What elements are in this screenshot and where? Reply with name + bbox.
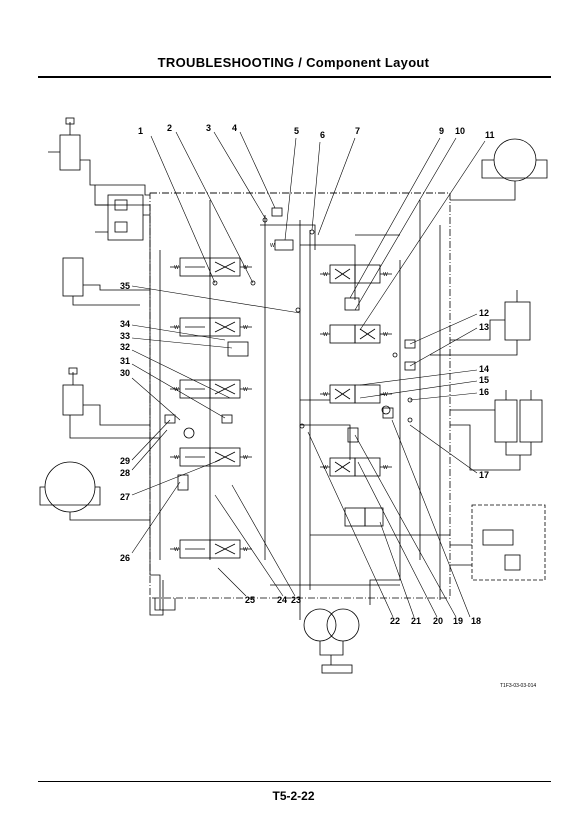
valve-mark: W	[174, 547, 179, 553]
callout-12: 12	[479, 308, 489, 318]
title-rule	[38, 76, 551, 78]
valve-mark: W	[174, 387, 179, 393]
callout-22: 22	[390, 616, 400, 626]
valve-mark: W	[243, 325, 248, 331]
valve-mark: W	[243, 387, 248, 393]
valve-mark: W	[243, 547, 248, 553]
callout-3: 3	[206, 123, 211, 133]
callout-25: 25	[245, 595, 255, 605]
page-title: TROUBLESHOOTING / Component Layout	[157, 55, 430, 70]
callout-19: 19	[453, 616, 463, 626]
callout-31: 31	[120, 356, 130, 366]
callout-15: 15	[479, 375, 489, 385]
callout-14: 14	[479, 364, 489, 374]
callout-5: 5	[294, 126, 299, 136]
callout-33: 33	[120, 331, 130, 341]
callout-26: 26	[120, 553, 130, 563]
main-pump-2	[326, 608, 360, 642]
travel-motor-right	[493, 138, 537, 182]
valve-mark: W	[383, 332, 388, 338]
callout-16: 16	[479, 387, 489, 397]
callout-23: 23	[291, 595, 301, 605]
valve-mark: W	[383, 272, 388, 278]
callout-21: 21	[411, 616, 421, 626]
callout-17: 17	[479, 470, 489, 480]
valve-mark: W	[323, 465, 328, 471]
callout-11: 11	[485, 130, 495, 140]
hydraulic-tank	[321, 664, 353, 674]
callout-32: 32	[120, 342, 130, 352]
valve-mark: W	[243, 455, 248, 461]
callout-29: 29	[120, 456, 130, 466]
figure-code: T1F3-03-03-014	[500, 683, 536, 689]
valve-mark: W	[174, 455, 179, 461]
valve-mark: W	[323, 272, 328, 278]
cylinder-right-lower-2	[519, 399, 543, 443]
valve-mark: W	[323, 392, 328, 398]
callout-30: 30	[120, 368, 130, 378]
spool-section-left	[170, 257, 252, 559]
cylinder-top-left	[59, 134, 81, 171]
callout-20: 20	[433, 616, 443, 626]
signal-control-valve	[471, 504, 546, 581]
callout-13: 13	[479, 322, 489, 332]
swing-motor	[44, 461, 96, 513]
valve-mark: W	[243, 265, 248, 271]
callout-10: 10	[455, 126, 465, 136]
valve-mark: W	[174, 265, 179, 271]
valve-mark: W	[174, 325, 179, 331]
callout-7: 7	[355, 126, 360, 136]
valve-w-marks: W W W W W W W W W W W W W W W W W W W	[174, 243, 388, 553]
cylinder-right-upper	[504, 301, 531, 341]
callout-18: 18	[471, 616, 481, 626]
callout-2: 2	[167, 123, 172, 133]
valve-mark: W	[383, 465, 388, 471]
callout-28: 28	[120, 468, 130, 478]
callout-9: 9	[439, 126, 444, 136]
callout-1: 1	[138, 126, 143, 136]
callout-leaders	[131, 131, 486, 618]
callout-4: 4	[232, 123, 237, 133]
page-number: T5-2-22	[272, 789, 315, 803]
callout-27: 27	[120, 492, 130, 502]
valve-mark: W	[383, 392, 388, 398]
callout-6: 6	[320, 130, 325, 140]
callout-24: 24	[277, 595, 287, 605]
callout-numbers: 1 2 3 4 5 6 7 9 10 11 12 13 14 15 16 17 …	[120, 123, 495, 626]
cylinder-left-middle	[62, 384, 84, 416]
callout-35: 35	[120, 281, 130, 291]
valve-mark: W	[323, 332, 328, 338]
spool-section-right	[320, 264, 392, 527]
callout-34: 34	[120, 319, 130, 329]
relief-valve-block	[107, 194, 144, 241]
pilot-filter	[62, 257, 84, 297]
valve-mark: W	[270, 243, 275, 249]
cylinder-right-lower-1	[494, 399, 518, 443]
footer-rule	[38, 781, 551, 782]
